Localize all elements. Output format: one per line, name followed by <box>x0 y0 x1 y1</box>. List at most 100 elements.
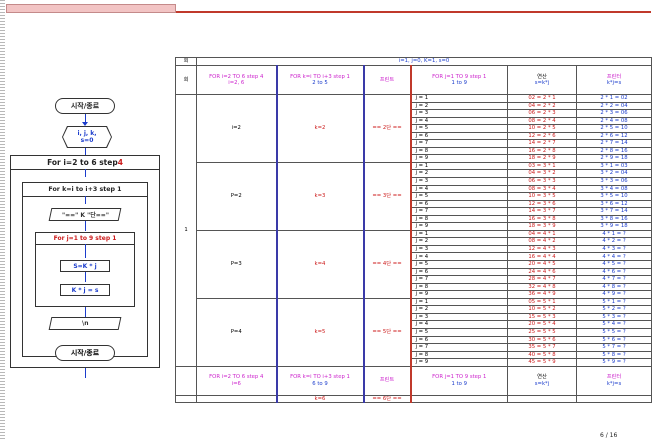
calc-cell: 08 = 4 * 2 <box>507 237 577 246</box>
calc-cell: 15 = 5 * 3 <box>507 312 577 322</box>
print-cell: == 4단 == <box>362 229 412 299</box>
printer-cell: 3 * 9 = 18 <box>575 222 653 231</box>
j-cell: j = 7 <box>410 207 508 216</box>
header-line <box>176 11 651 13</box>
outer-loop-label: For i=2 to 6 step <box>47 158 118 167</box>
flow-arrow <box>85 114 86 124</box>
page-number: 6 / 16 <box>600 432 618 439</box>
footer-blank <box>410 394 508 404</box>
flow-arrow <box>85 244 86 258</box>
newline-shape: \n <box>48 317 122 330</box>
calc-cell: 08 = 2 * 4 <box>507 116 577 126</box>
printer-cell: 2 * 2 = 04 <box>575 101 653 111</box>
print-cell: == 3단 == <box>362 161 412 231</box>
print-row-box: K * j = s <box>60 284 110 296</box>
flow-arrow <box>85 272 86 282</box>
printer-cell: 3 * 3 = 06 <box>575 177 653 186</box>
calc-cell: 18 = 3 * 9 <box>507 222 577 231</box>
printer-cell: 5 * 3 = ? <box>575 312 653 322</box>
flow-arrow <box>85 307 86 317</box>
printer-cell: 5 * 4 = ? <box>575 320 653 329</box>
j-cell: j = 4 <box>410 184 508 194</box>
j-cell: j = 6 <box>410 199 508 209</box>
i-value-cell: P=3 <box>196 229 277 299</box>
calc-cell: 04 = 4 * 1 <box>507 229 577 239</box>
top-left-cell: 회 <box>175 57 197 66</box>
i-value-cell: P=2 <box>196 161 277 231</box>
printer-cell: 5 * 7 = ? <box>575 343 653 352</box>
j-cell: j = 1 <box>410 161 508 171</box>
flow-arrow <box>85 148 86 156</box>
calc-cell: 45 = 5 * 9 <box>507 358 577 367</box>
j-cell: j = 3 <box>410 177 508 186</box>
printer-cell: 2 * 6 = 12 <box>575 131 653 141</box>
printer-cell: 5 * 1 = ? <box>575 297 653 307</box>
calc-cell: 25 = 5 * 5 <box>507 327 577 337</box>
flow-arrow <box>85 169 86 177</box>
calc-cell: 35 = 5 * 7 <box>507 343 577 352</box>
footer-blank <box>175 394 197 404</box>
calc-cell: 05 = 5 * 1 <box>507 297 577 307</box>
i-value-cell: i=2 <box>196 94 277 163</box>
print-cell: == 5단 == <box>362 297 412 367</box>
calc-cell: 28 = 4 * 7 <box>507 275 577 284</box>
j-cell: j = 9 <box>410 358 508 367</box>
calc-cell: 14 = 3 * 7 <box>507 207 577 216</box>
j-cell: j = 1 <box>410 229 508 239</box>
trace-table: 회 i=1, j=0, K=1, s=0 회 FOR i=2 TO 6 step… <box>175 57 653 404</box>
calc-cell: 12 = 3 * 6 <box>507 199 577 209</box>
j-cell: j = 2 <box>410 305 508 314</box>
calc-cell: 03 = 3 * 1 <box>507 161 577 171</box>
calc-cell: 06 = 3 * 3 <box>507 177 577 186</box>
j-cell: j = 9 <box>410 222 508 231</box>
j-cell: j = 8 <box>410 214 508 224</box>
footer-print: 프린트 <box>362 365 412 396</box>
arrow-head <box>82 122 88 126</box>
input-init: s=0 <box>80 137 94 144</box>
printer-cell: 3 * 2 = 04 <box>575 169 653 178</box>
printer-cell: 5 * 6 = ? <box>575 335 653 345</box>
j-cell: j = 4 <box>410 252 508 262</box>
j-cell: j = 5 <box>410 327 508 337</box>
j-cell: j = 4 <box>410 116 508 126</box>
mid-loop-header: For k=i to i+3 step 1 <box>23 183 147 197</box>
printer-cell: 4 * 3 = ? <box>575 244 653 254</box>
j-cell: j = 2 <box>410 101 508 111</box>
printer-cell: 4 * 9 = ? <box>575 290 653 299</box>
j-cell: j = 9 <box>410 290 508 299</box>
j-cell: j = 7 <box>410 343 508 352</box>
calc-cell: 20 = 4 * 5 <box>507 260 577 269</box>
printer-cell: 4 * 6 = ? <box>575 267 653 277</box>
calc-cell: 16 = 3 * 8 <box>507 214 577 224</box>
printer-cell: 3 * 1 = 03 <box>575 161 653 171</box>
j-cell: j = 3 <box>410 312 508 322</box>
printer-cell: 3 * 4 = 08 <box>575 184 653 194</box>
end-terminal: 시작/종료 <box>55 345 115 361</box>
i-value-cell: P=4 <box>196 297 277 367</box>
j-cell: j = 8 <box>410 146 508 156</box>
j-cell: j = 8 <box>410 350 508 360</box>
flow-arrow <box>85 196 86 204</box>
col-round: 회 <box>175 65 197 95</box>
printer-cell: 5 * 5 = ? <box>575 327 653 337</box>
calc-cell: 04 = 2 * 2 <box>507 101 577 111</box>
flowchart: 시작/종료 i, j, k, s=0 For i=2 to 6 step 4 F… <box>10 90 160 378</box>
round-cell: 1 <box>175 94 197 367</box>
calc-cell: 06 = 2 * 3 <box>507 109 577 118</box>
j-cell: j = 5 <box>410 260 508 269</box>
input-vars: i, j, k, <box>77 130 97 137</box>
footer-blank <box>507 394 577 404</box>
printer-cell: 4 * 4 = ? <box>575 252 653 262</box>
printer-cell: 3 * 6 = 12 <box>575 199 653 209</box>
j-cell: j = 6 <box>410 267 508 277</box>
calc-cell: 40 = 5 * 8 <box>507 350 577 360</box>
